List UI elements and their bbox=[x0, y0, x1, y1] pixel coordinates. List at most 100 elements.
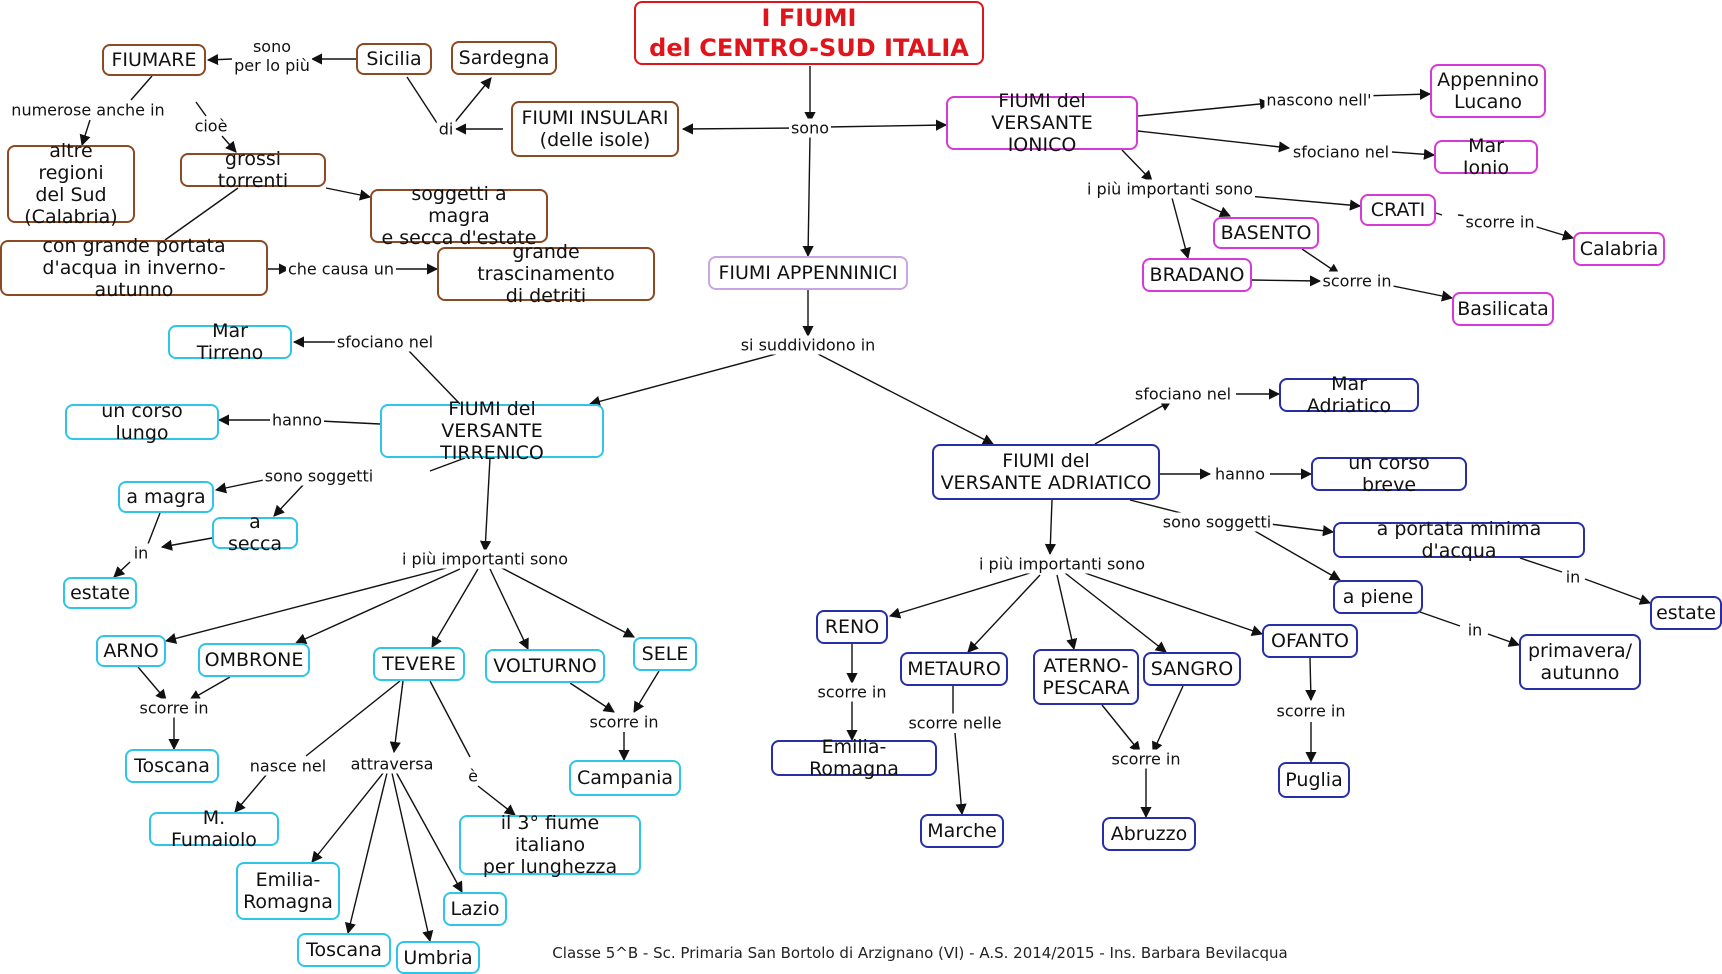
connector-17 bbox=[1137, 98, 1272, 117]
label-nasce-nel: nasce nel bbox=[247, 756, 329, 776]
connector-22 bbox=[1247, 195, 1362, 211]
node-sardegna: Sardegna bbox=[451, 41, 557, 75]
node-volturno: VOLTURNO bbox=[485, 649, 605, 683]
connector-50 bbox=[137, 666, 167, 701]
node-fiumi-insulari: FIUMI INSULARI (delle isole) bbox=[511, 101, 679, 157]
connector-77 bbox=[888, 572, 1031, 619]
connector-60 bbox=[477, 785, 516, 816]
connector-23 bbox=[1189, 197, 1232, 217]
node-fumaiolo: M. Fumaiolo bbox=[149, 807, 279, 851]
connector-14 bbox=[164, 187, 239, 241]
label-numerose: numerose anche in bbox=[9, 100, 167, 120]
connector-3 bbox=[802, 135, 814, 258]
label-scorre-nelle: scorre nelle bbox=[906, 713, 1004, 733]
connector-74 bbox=[1419, 611, 1461, 627]
label-hanno-a: hanno bbox=[1212, 464, 1268, 484]
connector-5 bbox=[406, 76, 438, 124]
node-a-secca: a secca bbox=[212, 511, 298, 555]
label-e-tevere: è bbox=[466, 766, 480, 786]
node-puglia: Puglia bbox=[1278, 762, 1350, 798]
connector-46 bbox=[294, 568, 461, 644]
connector-65 bbox=[1094, 400, 1172, 445]
node-calabria: Calabria bbox=[1573, 232, 1665, 266]
connector-34 bbox=[408, 350, 461, 405]
node-campania: Campania bbox=[569, 760, 681, 796]
node-corso-lungo: un corso lungo bbox=[65, 400, 219, 444]
node-tevere: TEVERE bbox=[373, 647, 465, 681]
connector-2 bbox=[825, 119, 948, 131]
node-abruzzo: Abruzzo bbox=[1102, 817, 1196, 851]
label-attraversa: attraversa bbox=[348, 754, 436, 774]
connector-81 bbox=[1084, 572, 1264, 637]
connector-29 bbox=[1301, 248, 1340, 275]
label-scorre-in-volturno: scorre in bbox=[587, 712, 661, 732]
connector-30 bbox=[1392, 285, 1454, 302]
connector-59 bbox=[429, 680, 471, 758]
connector-1 bbox=[681, 123, 798, 135]
label-sono-soggetti-t: sono soggetti bbox=[262, 466, 376, 486]
connector-42 bbox=[160, 537, 213, 551]
node-portata-minima: a portata minima d'acqua bbox=[1333, 518, 1585, 562]
node-basilicata: Basilicata bbox=[1452, 292, 1554, 326]
connector-85 bbox=[954, 732, 967, 816]
connector-32 bbox=[588, 353, 777, 407]
label-scorre-in-crati: scorre in bbox=[1463, 212, 1537, 232]
label-piu-importanti-a: i più importanti sono bbox=[977, 554, 1147, 574]
node-bradano: BRADANO bbox=[1142, 258, 1252, 292]
node-trascinamento: grande trascinamento di detriti bbox=[437, 241, 655, 307]
connector-76 bbox=[1044, 499, 1056, 556]
label-in-t: in bbox=[131, 543, 151, 563]
label-piu-importanti-t: i più importanti sono bbox=[400, 549, 570, 569]
connector-26 bbox=[1435, 212, 1443, 216]
connector-87 bbox=[1152, 685, 1184, 754]
connector-44 bbox=[479, 457, 492, 553]
node-reno: RENO bbox=[816, 610, 888, 644]
connector-69 bbox=[1129, 499, 1186, 515]
node-fiumi-appenninici: FIUMI APPENNINICI bbox=[708, 256, 908, 290]
label-sono-per-lo-piu: sono per lo più bbox=[232, 37, 312, 75]
label-cioe: cioè bbox=[192, 116, 230, 136]
connector-43 bbox=[113, 561, 131, 578]
connector-58 bbox=[389, 680, 404, 754]
node-ombrone: OMBRONE bbox=[198, 643, 310, 677]
node-fiumi-tirrenico: FIUMI del VERSANTE TIRRENICO bbox=[380, 398, 604, 464]
connector-36 bbox=[319, 420, 381, 425]
connector-61 bbox=[311, 771, 385, 863]
connector-41 bbox=[147, 512, 161, 545]
connector-89 bbox=[1305, 657, 1317, 702]
node-umbria: Umbria bbox=[396, 941, 480, 974]
connector-11 bbox=[195, 101, 207, 117]
node-basento: BASENTO bbox=[1213, 217, 1319, 249]
node-grossi-torrenti: grossi torrenti bbox=[180, 148, 326, 192]
connector-28 bbox=[1251, 275, 1322, 287]
connector-12 bbox=[221, 135, 237, 153]
connector-72 bbox=[1519, 557, 1563, 573]
node-estate-a: estate bbox=[1650, 596, 1722, 630]
connector-38 bbox=[429, 457, 466, 472]
node-ofanto: OFANTO bbox=[1262, 624, 1358, 658]
connector-62 bbox=[344, 772, 388, 935]
node-a-magra: a magra bbox=[118, 481, 214, 513]
label-sfociano-adriatico: sfociano nel bbox=[1132, 384, 1234, 404]
node-sangro: SANGRO bbox=[1143, 652, 1241, 686]
label-scorre-in-basilicata: scorre in bbox=[1320, 271, 1394, 291]
label-che-causa: che causa un bbox=[285, 259, 397, 279]
connector-33 bbox=[817, 353, 994, 445]
node-corso-breve: un corso breve bbox=[1311, 452, 1467, 496]
node-terzo-fiume: il 3° fiume italiano per lunghezza bbox=[459, 812, 641, 878]
node-emilia-romagna-a: Emilia-Romagna bbox=[771, 736, 937, 780]
node-toscana-2: Toscana bbox=[297, 933, 391, 967]
footer-credits: Classe 5^B - Sc. Primaria San Bortolo di… bbox=[552, 944, 1288, 962]
connector-54 bbox=[633, 670, 660, 713]
node-crati: CRATI bbox=[1360, 194, 1436, 226]
connector-79 bbox=[1056, 574, 1078, 651]
connector-56 bbox=[305, 680, 401, 757]
node-estate-t: estate bbox=[63, 577, 137, 609]
connector-64 bbox=[395, 771, 463, 893]
node-emilia-romagna-t: Emilia- Romagna bbox=[236, 862, 340, 920]
label-si-suddividono: si suddividono in bbox=[738, 335, 878, 355]
connector-63 bbox=[391, 772, 434, 943]
connector-13 bbox=[325, 187, 372, 201]
node-mar-adriatico: Mar Adriatico bbox=[1279, 373, 1419, 417]
